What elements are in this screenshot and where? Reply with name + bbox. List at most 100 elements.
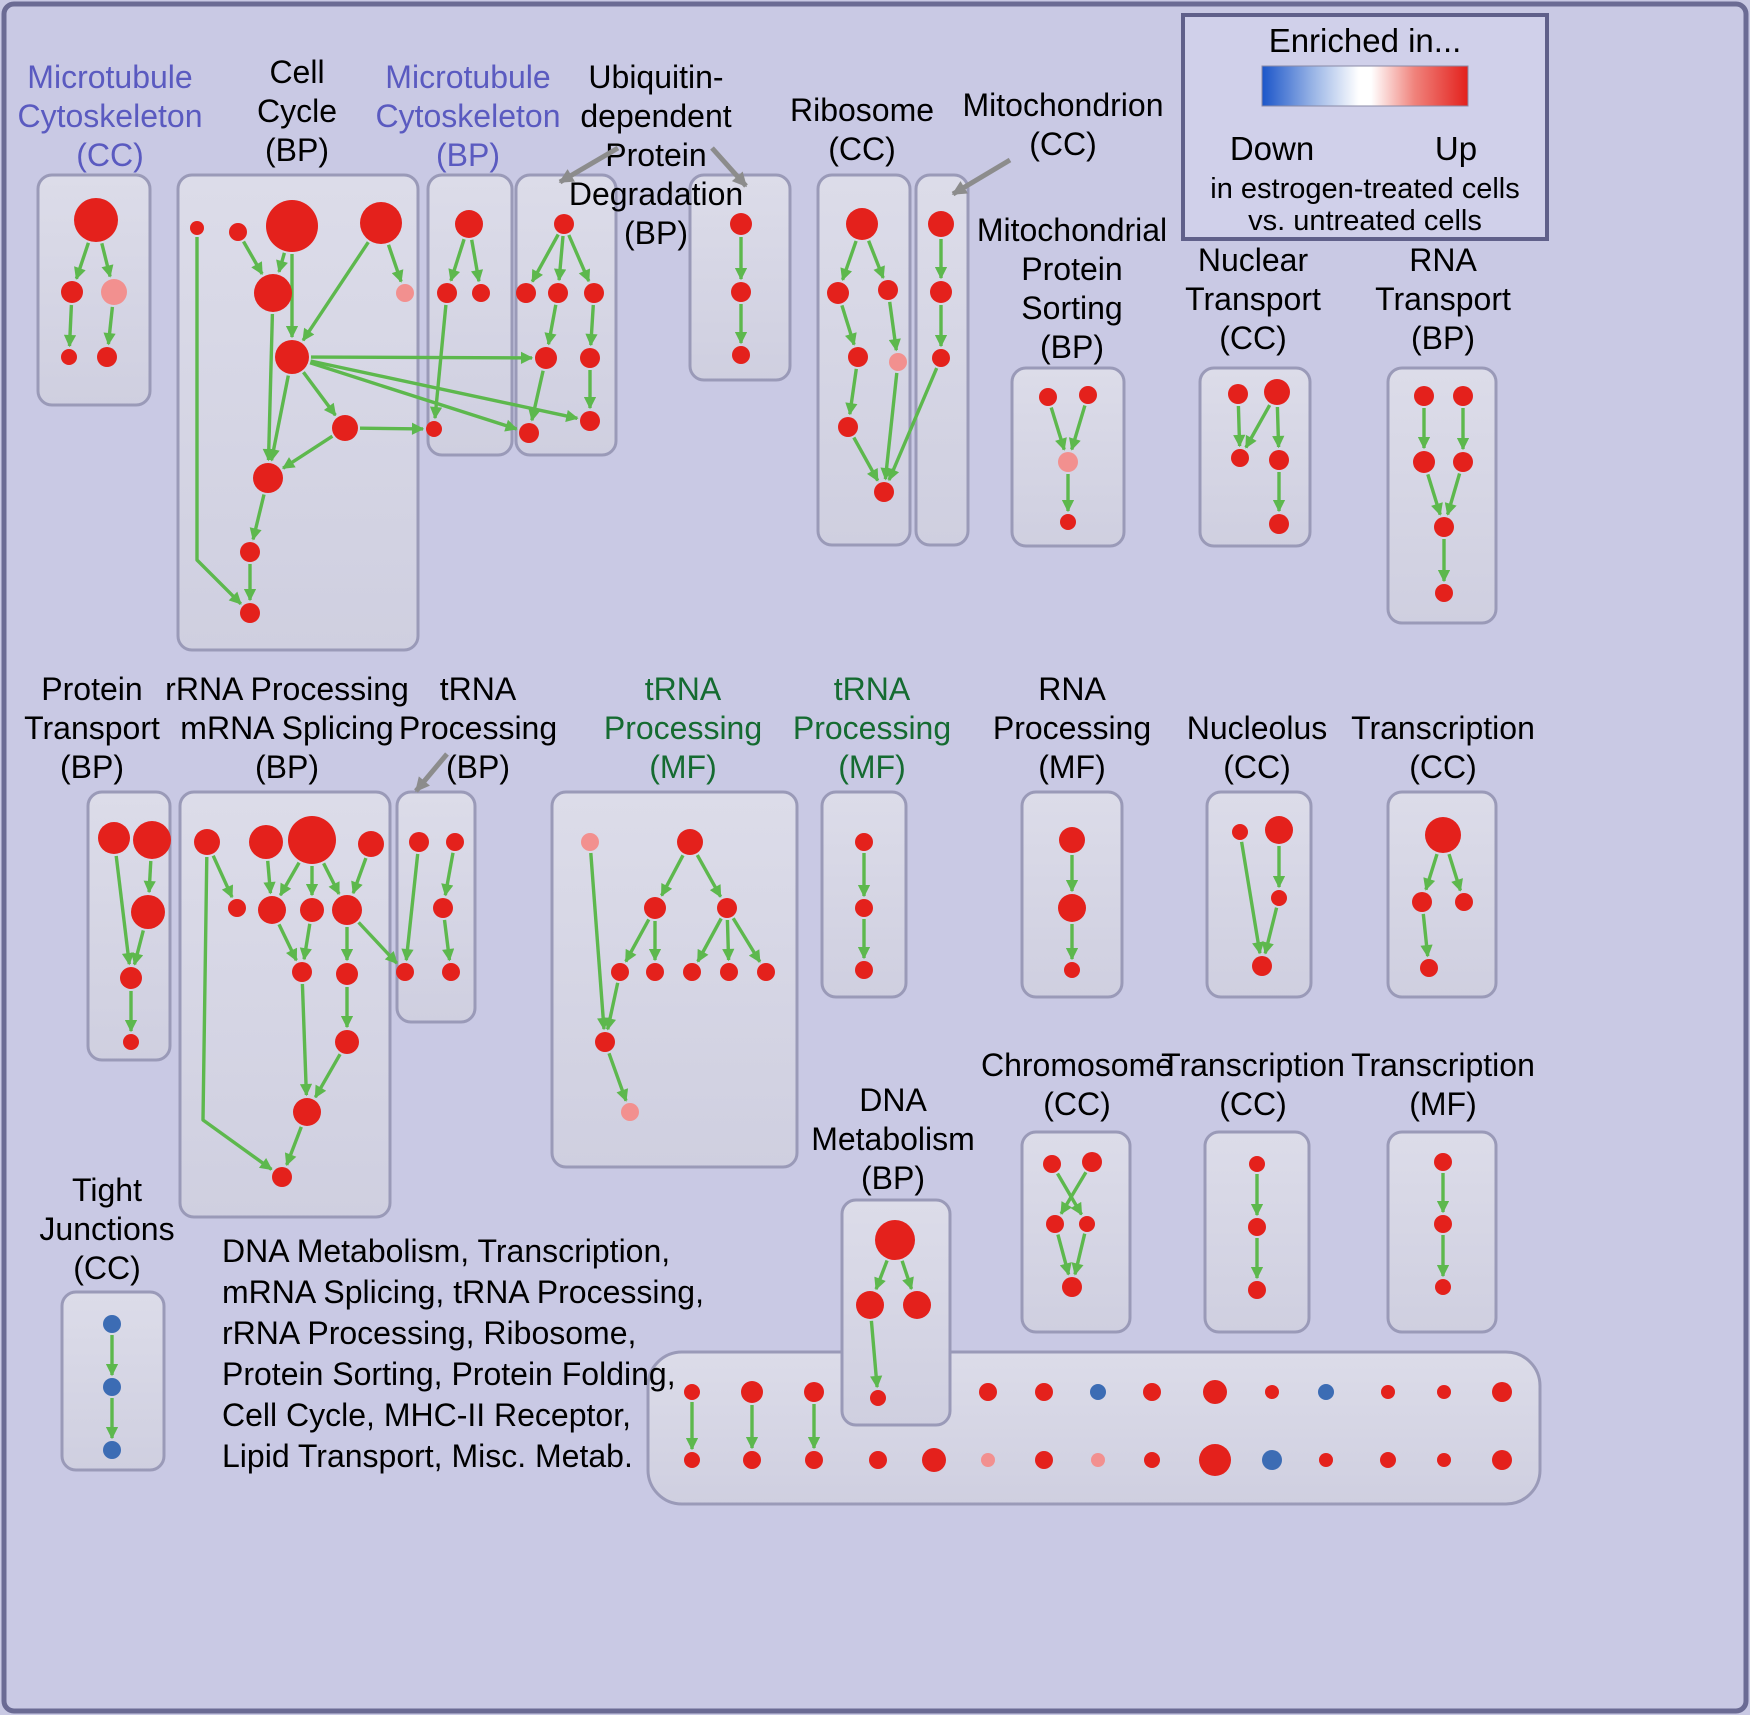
go-term-node-rrna-processing-mrna-splicing-bp-2 bbox=[288, 816, 336, 864]
edge-ribosome-cc bbox=[888, 301, 901, 352]
go-term-node-mixed-summary-23 bbox=[1262, 1450, 1282, 1470]
cluster-label-microtubule-cytoskeleton-cc: Microtubule bbox=[27, 59, 192, 95]
go-term-node-chromosome-cc-1 bbox=[1082, 1152, 1102, 1172]
cluster-label-rrna-processing-mrna-splicing-bp: (BP) bbox=[255, 749, 319, 785]
go-term-node-rna-transport-bp-4 bbox=[1434, 517, 1454, 537]
go-term-node-rna-transport-bp-2 bbox=[1413, 451, 1435, 473]
edge-nuclear-transport-cc bbox=[1272, 406, 1285, 449]
edge-ribosome-cc bbox=[867, 240, 885, 280]
cluster-label-rna-processing-mf: RNA bbox=[1038, 671, 1106, 707]
edges-layer bbox=[63, 233, 1470, 1451]
cluster-label-transcription-mf: Transcription bbox=[1351, 1047, 1535, 1083]
edge-trna-processing-mf-a bbox=[607, 1052, 629, 1102]
go-term-node-tight-junctions-cc-0 bbox=[103, 1315, 121, 1333]
legend: Enriched in... Down Up in estrogen-treat… bbox=[1181, 13, 1549, 241]
cluster-box-trna-processing-mf-a bbox=[550, 790, 799, 1169]
cluster-label-chromosome-cc: Chromosome bbox=[981, 1047, 1173, 1083]
edge-ribosome-cc bbox=[852, 436, 880, 482]
cluster-label-nuclear-transport-cc: (CC) bbox=[1219, 320, 1287, 356]
edge-mitochondrial-protein-sorting-bp bbox=[1049, 406, 1067, 451]
go-term-node-ribosome-cc-4 bbox=[889, 353, 907, 371]
edge-chromosome-cc bbox=[1056, 1234, 1072, 1276]
cluster-label-transcription-mf: (MF) bbox=[1409, 1086, 1477, 1122]
go-term-node-protein-transport-bp-2 bbox=[131, 895, 165, 929]
edge-rrna-processing-mrna-splicing-bp bbox=[313, 1053, 342, 1099]
go-term-node-cell-cycle-bp-7 bbox=[332, 415, 358, 441]
edge-transcription-cc-a bbox=[1447, 853, 1463, 892]
go-term-node-rna-processing-mf-0 bbox=[1059, 827, 1085, 853]
cluster-label-dna-metabolism-bp: Metabolism bbox=[811, 1121, 975, 1157]
go-term-node-mixed-summary-3 bbox=[979, 1383, 997, 1401]
go-term-node-nucleolus-cc-3 bbox=[1252, 956, 1272, 976]
go-term-node-tight-junctions-cc-2 bbox=[103, 1441, 121, 1459]
cluster-box-protein-transport-bp bbox=[86, 790, 172, 1062]
edge-rrna-processing-mrna-splicing-bp bbox=[299, 923, 312, 961]
edge-trna-processing-mf-a bbox=[696, 917, 723, 963]
go-term-node-dna-metabolism-bp-0 bbox=[875, 1220, 915, 1260]
edge-dna-metabolism-bp bbox=[874, 1259, 889, 1291]
go-term-node-ribosome-cc-6 bbox=[874, 482, 894, 502]
go-term-node-transcription-cc-a-1 bbox=[1412, 892, 1432, 912]
cluster-box-chromosome-cc bbox=[1020, 1130, 1132, 1334]
go-term-node-cell-cycle-bp-5 bbox=[396, 284, 414, 302]
go-term-node-mixed-summary-25 bbox=[1380, 1452, 1396, 1468]
edge-transcription-cc-a bbox=[1420, 913, 1433, 958]
go-term-node-rrna-processing-mrna-splicing-bp-6 bbox=[300, 898, 324, 922]
go-term-node-rrna-processing-mrna-splicing-bp-7 bbox=[332, 895, 362, 925]
edge-ubiquitin-degradation-bp-a bbox=[567, 234, 591, 283]
go-term-node-chromosome-cc-0 bbox=[1043, 1155, 1061, 1173]
edge-rrna-processing-mrna-splicing-bp bbox=[201, 856, 273, 1171]
cluster-box-microtubule-cytoskeleton-bp bbox=[426, 173, 514, 457]
go-term-node-trna-processing-mf-a-5 bbox=[646, 963, 664, 981]
cluster-label-mitochondrial-protein-sorting-bp: Sorting bbox=[1021, 290, 1122, 326]
go-term-node-mixed-summary-5 bbox=[1090, 1384, 1106, 1400]
cluster-label-rrna-processing-mrna-splicing-bp: rRNA Processing bbox=[165, 671, 409, 707]
go-term-node-ubiquitin-degradation-bp-a-2 bbox=[548, 283, 568, 303]
cross-edge bbox=[359, 422, 425, 435]
go-term-node-trna-processing-bp-4 bbox=[442, 963, 460, 981]
go-term-node-mixed-summary-17 bbox=[922, 1448, 946, 1472]
go-term-node-ubiquitin-degradation-bp-a-5 bbox=[580, 348, 600, 368]
edge-chromosome-cc bbox=[1071, 1233, 1087, 1276]
go-term-node-cell-cycle-bp-2 bbox=[266, 200, 318, 252]
go-term-node-microtubule-cytoskeleton-cc-2 bbox=[101, 279, 127, 305]
edge-ubiquitin-degradation-bp-a bbox=[530, 233, 560, 283]
cluster-label-microtubule-cytoskeleton-cc: (CC) bbox=[76, 137, 144, 173]
go-term-node-rrna-processing-mrna-splicing-bp-1 bbox=[249, 825, 283, 859]
go-term-node-transcription-mf-2 bbox=[1435, 1279, 1451, 1295]
legend-down-label: Down bbox=[1230, 130, 1314, 167]
edge-cell-cycle-bp bbox=[302, 371, 337, 417]
go-term-node-mixed-summary-11 bbox=[1437, 1385, 1451, 1399]
cross-edge bbox=[309, 361, 518, 432]
cluster-label-microtubule-cytoskeleton-cc: Cytoskeleton bbox=[18, 98, 203, 134]
cluster-label-trna-processing-mf-a: tRNA bbox=[645, 671, 722, 707]
go-term-node-mixed-summary-19 bbox=[1035, 1451, 1053, 1469]
go-term-node-cell-cycle-bp-3 bbox=[360, 202, 402, 244]
go-term-node-trna-processing-mf-a-2 bbox=[644, 897, 666, 919]
go-term-node-mitochondrion-cc-2 bbox=[932, 349, 950, 367]
cluster-box-mixed-summary bbox=[646, 1350, 1542, 1506]
edge-chromosome-cc bbox=[1059, 1171, 1088, 1215]
cluster-label-microtubule-cytoskeleton-bp: (BP) bbox=[436, 137, 500, 173]
edge-mitochondrial-protein-sorting-bp bbox=[1069, 405, 1087, 451]
edge-microtubule-cytoskeleton-bp bbox=[470, 239, 484, 283]
go-term-node-rna-transport-bp-3 bbox=[1453, 452, 1473, 472]
go-term-node-mixed-summary-7 bbox=[1203, 1380, 1227, 1404]
go-term-node-trna-processing-mf-a-8 bbox=[757, 963, 775, 981]
cluster-label-transcription-cc-a: (CC) bbox=[1409, 749, 1477, 785]
go-term-node-tight-junctions-cc-1 bbox=[103, 1378, 121, 1396]
go-term-node-mitochondrion-cc-1 bbox=[930, 281, 952, 303]
edge-chromosome-cc bbox=[1056, 1172, 1083, 1216]
go-term-node-chromosome-cc-2 bbox=[1046, 1215, 1064, 1233]
cluster-label-rrna-processing-mrna-splicing-bp: mRNA Splicing bbox=[180, 710, 393, 746]
go-term-node-dna-metabolism-bp-3 bbox=[870, 1390, 886, 1406]
legend-box bbox=[1181, 13, 1549, 241]
cluster-box-transcription-cc-a bbox=[1386, 790, 1498, 999]
edge-ribosome-cc bbox=[845, 368, 858, 416]
go-term-node-trna-processing-mf-b-1 bbox=[855, 899, 873, 917]
edge-trna-processing-mf-a bbox=[695, 854, 723, 898]
cluster-label-protein-transport-bp: (BP) bbox=[60, 749, 124, 785]
edge-ubiquitin-degradation-bp-a bbox=[544, 304, 558, 346]
go-term-node-nucleolus-cc-1 bbox=[1265, 816, 1293, 844]
